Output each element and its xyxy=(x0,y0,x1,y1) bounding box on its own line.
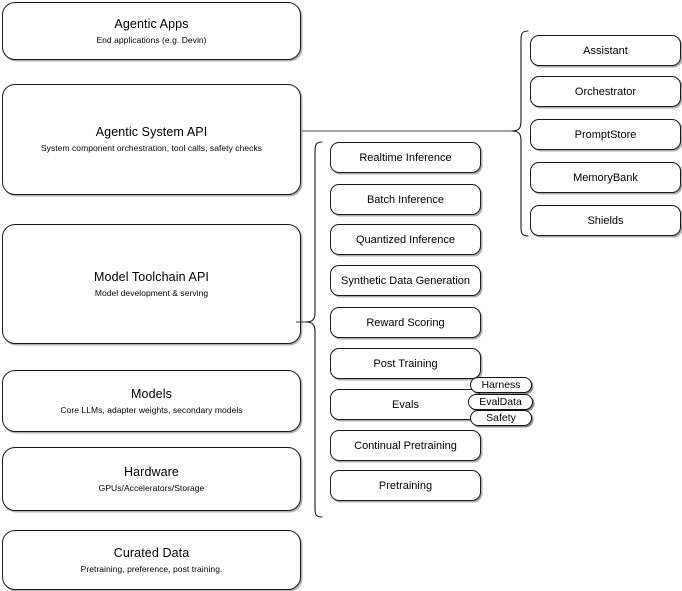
layer-title: Agentic Apps xyxy=(114,16,189,31)
component-label: Assistant xyxy=(583,45,628,57)
component-assistant[interactable]: Assistant xyxy=(530,35,681,66)
subcomponent-label: Safety xyxy=(486,412,516,424)
layer-box-model-toolchain-api[interactable]: Model Toolchain API Model development & … xyxy=(2,224,301,344)
subcomponent-evaldata[interactable]: EvalData xyxy=(468,394,533,410)
component-label: Batch Inference xyxy=(366,194,445,206)
component-evals[interactable]: Evals xyxy=(330,389,481,420)
component-batch-inference[interactable]: Batch Inference xyxy=(330,184,481,215)
layer-title: Agentic System API xyxy=(95,125,208,139)
component-label: Continual Pretraining xyxy=(354,440,457,452)
layer-subtitle: Model development & serving xyxy=(94,287,209,298)
layer-subtitle: GPUs/Accelerators/Storage xyxy=(98,482,205,493)
component-label: Post Training xyxy=(373,358,438,370)
layer-subtitle: System component orchestration, tool cal… xyxy=(40,143,263,153)
component-label: Pretraining xyxy=(378,480,433,492)
layer-subtitle: Core LLMs, adapter weights, secondary mo… xyxy=(60,404,243,415)
layer-box-agentic-system-api[interactable]: Agentic System API System component orch… xyxy=(2,84,301,195)
layer-title: Curated Data xyxy=(113,545,190,560)
component-quantized-inference[interactable]: Quantized Inference xyxy=(330,224,481,255)
component-label: Quantized Inference xyxy=(355,234,456,246)
component-realtime-inference[interactable]: Realtime Inference xyxy=(330,142,481,173)
subcomponent-label: Harness xyxy=(481,379,521,391)
component-label: Realtime Inference xyxy=(359,152,452,164)
component-label: Orchestrator xyxy=(574,86,637,98)
component-continual-pretraining[interactable]: Continual Pretraining xyxy=(330,430,481,461)
layer-subtitle: End applications (e.g. Devin) xyxy=(96,34,207,45)
component-synthetic-data-generation[interactable]: Synthetic Data Generation xyxy=(330,265,481,296)
layer-subtitle: Pretraining, preference, post training. xyxy=(80,563,223,574)
component-memorybank[interactable]: MemoryBank xyxy=(530,162,681,193)
layer-box-hardware[interactable]: Hardware GPUs/Accelerators/Storage xyxy=(2,447,301,511)
component-label: Synthetic Data Generation xyxy=(340,275,471,287)
brace-model-toolchain xyxy=(298,136,326,524)
component-promptstore[interactable]: PromptStore xyxy=(530,119,681,150)
layer-box-curated-data[interactable]: Curated Data Pretraining, preference, po… xyxy=(2,530,301,590)
component-label: MemoryBank xyxy=(573,172,638,184)
component-label: Evals xyxy=(392,399,419,411)
component-post-training[interactable]: Post Training xyxy=(330,348,481,379)
component-pretraining[interactable]: Pretraining xyxy=(330,470,481,501)
layer-title: Hardware xyxy=(124,464,179,479)
component-label: Shields xyxy=(587,215,624,227)
subcomponent-label: EvalData xyxy=(479,396,522,408)
subcomponent-safety[interactable]: Safety xyxy=(470,410,532,426)
layer-title: Models xyxy=(131,386,172,401)
layer-title: Model Toolchain API xyxy=(94,269,209,284)
subcomponent-harness[interactable]: Harness xyxy=(470,377,532,393)
component-label: PromptStore xyxy=(574,129,637,141)
layer-box-models[interactable]: Models Core LLMs, adapter weights, secon… xyxy=(2,370,301,432)
component-reward-scoring[interactable]: Reward Scoring xyxy=(330,307,481,338)
component-orchestrator[interactable]: Orchestrator xyxy=(530,76,681,107)
layer-box-agentic-apps[interactable]: Agentic Apps End applications (e.g. Devi… xyxy=(2,2,301,60)
component-label: Reward Scoring xyxy=(366,317,445,329)
component-shields[interactable]: Shields xyxy=(530,205,681,236)
